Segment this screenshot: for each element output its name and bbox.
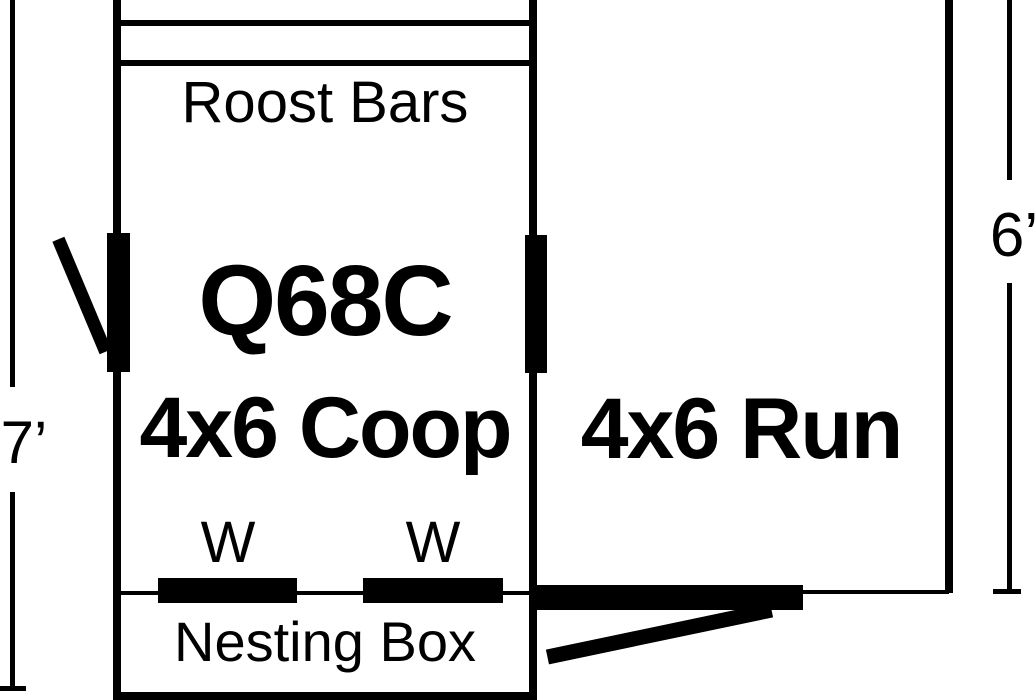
coop-size-label: 4x6 Coop <box>139 380 512 476</box>
run-size-label: 4x6 Run <box>580 381 904 477</box>
dimension-label-run-height: 6’ <box>989 201 1036 270</box>
coop-door-right-opening <box>525 235 547 373</box>
run-door-swing <box>545 602 774 665</box>
roost-area-line-top <box>113 20 537 26</box>
nesting-box-label: Nesting Box <box>174 610 476 673</box>
dimension-line-left-lower <box>10 492 15 688</box>
nesting-box-divider-line <box>121 591 529 595</box>
dimension-line-left-upper <box>10 0 15 387</box>
window-bar-right <box>363 578 503 603</box>
coop-model-label: Q68C <box>198 245 453 357</box>
window-bar-left <box>158 578 297 603</box>
coop-door-left-opening <box>107 233 130 372</box>
roost-bars-label: Roost Bars <box>181 70 469 135</box>
window-label-right: W <box>405 510 461 575</box>
coop-bottom-wall <box>113 692 537 700</box>
window-label-left: W <box>200 510 256 575</box>
dimension-label-coop-height: 7’ <box>0 409 48 476</box>
dimension-line-right-upper <box>1007 0 1012 180</box>
roost-area-line-bottom <box>113 60 537 66</box>
coop-door-left-swing <box>52 236 112 355</box>
dimension-tick-left-bottom <box>0 686 26 691</box>
run-right-wall <box>945 0 953 593</box>
dimension-line-right-lower <box>1007 283 1012 592</box>
dimension-tick-right-bottom <box>993 589 1021 594</box>
